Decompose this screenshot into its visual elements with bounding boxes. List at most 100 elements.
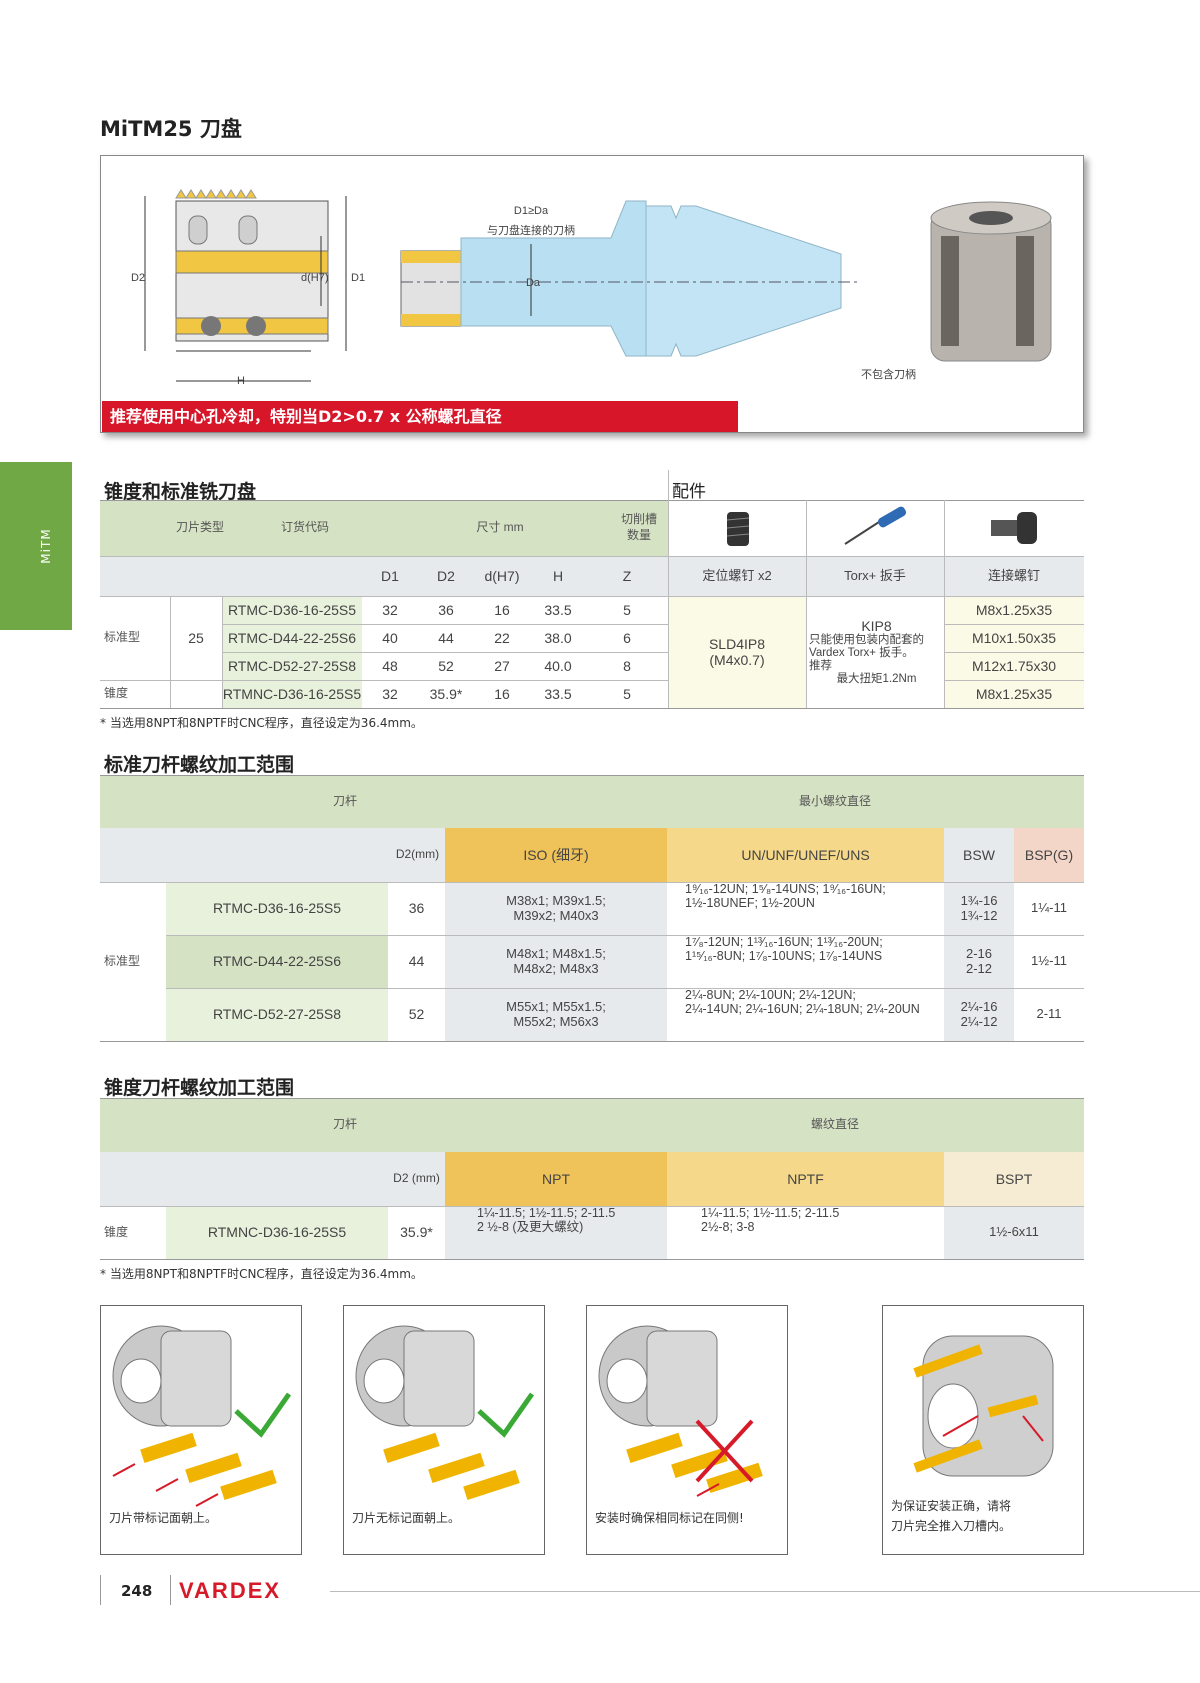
col3-bspt: BSPT	[944, 1152, 1084, 1206]
sec3-title: 锥度刀杆螺纹加工范围	[104, 1077, 295, 1099]
acc-col-key: Torx+ 扳手	[806, 556, 944, 596]
screw-r3: M12x1.75x30	[944, 652, 1084, 680]
code2-r3: RTMC-D52-27-25S8	[166, 988, 388, 1041]
code-row3: RTMC-D52-27-25S8	[222, 652, 362, 680]
vardex-logo: VARDEX	[179, 1578, 282, 1603]
un-r3-l2: 2¼-14UN; 2¼-16UN; 2¼-18UN; 2¼-20UN	[685, 1002, 920, 1017]
h-insert-type: 刀片类型	[175, 520, 224, 535]
panel-push-in: 为保证安装正确，请将刀片完全推入刀槽内。	[882, 1305, 1084, 1555]
key-cell: KIP8 只能使用包装内配套的 Vardex Torx+ 扳手。 推荐 最大扭矩…	[806, 596, 944, 708]
r3-h: 40.0	[544, 657, 572, 674]
h-z2: 数量	[626, 528, 651, 543]
col3-nptf: NPTF	[667, 1152, 944, 1206]
r3-d1: 48	[382, 657, 398, 674]
r4-dh7: 16	[494, 685, 510, 702]
nptf-l2: 2½-8; 3-8	[701, 1220, 755, 1235]
h-order: 订货代码	[280, 520, 329, 535]
col-z: Z	[622, 567, 632, 584]
col2-d2: D2(mm)	[390, 828, 445, 882]
iso-r2-l1: M48x1; M48x1.5;	[506, 945, 606, 961]
sec1-title: 锥度和标准铣刀盘	[104, 481, 257, 503]
bsp-r3: 2-11	[1036, 1006, 1062, 1022]
r2-d1: 40	[382, 629, 398, 646]
r3-dh7: 27	[494, 657, 510, 674]
acc-title: 配件	[672, 482, 706, 502]
panel1-illustration	[112, 1325, 292, 1507]
label-da: Da	[526, 277, 541, 289]
key-note2: Vardex Torx+ 扳手。	[809, 646, 914, 659]
screw-r2: M10x1.50x35	[944, 624, 1084, 652]
r2-dh7: 22	[494, 629, 510, 646]
type-taper: 锥度	[104, 686, 129, 701]
r1-d1: 32	[382, 601, 398, 618]
taper-thread-table: 刀杆 螺纹直径 D2 (mm) NPT NPTF BSPT 锥度 RTMNC-D…	[100, 1098, 1084, 1260]
code2-r1: RTMC-D36-16-25S5	[166, 882, 388, 935]
key-note3: 推荐	[809, 660, 832, 673]
screw-r4: M8x1.25x35	[944, 680, 1084, 708]
type-std: 标准型	[104, 630, 141, 645]
un-r3-l1: 2¼-8UN; 2¼-10UN; 2¼-12UN;	[685, 988, 856, 1002]
connect-screw-image	[944, 500, 1084, 556]
panel2-illustration	[355, 1325, 535, 1501]
r2-z: 6	[623, 629, 631, 646]
bsp-r2: 1½-11	[1031, 953, 1067, 969]
page-title: MiTM25 刀盘	[100, 117, 242, 141]
panel4-illustration	[913, 1335, 1054, 1477]
col-d2: D2	[437, 567, 455, 584]
un-r2-l2: 1¹⁵⁄₁₆-8UN; 1⁷⁄₈-10UNS; 1⁷⁄₈-14UNS	[685, 949, 883, 964]
page-number: 248	[121, 1582, 153, 1600]
insert-size: 25	[188, 629, 204, 646]
type2-std: 标准型	[104, 953, 141, 968]
set-screw-sub: (M4x0.7)	[709, 652, 765, 668]
cooling-banner: 推荐使用中心孔冷却，特别当D2>0.7 x 公称螺孔直径	[102, 401, 738, 432]
code-row4: RTMNC-D36-16-25S5	[222, 680, 362, 708]
side-tab-label: MiTM	[39, 528, 53, 564]
h3-holder: 刀杆	[332, 1117, 357, 1132]
label-dh7: d(H7)	[301, 272, 329, 284]
torx-key-image	[806, 500, 944, 556]
bsw-r2-l1: 2-16	[965, 945, 993, 961]
npt-l2: 2 ½-8 (及更大螺纹)	[477, 1220, 584, 1235]
sec3-note: * 当选用8NPT和8NPTF时CNC程序，直径设定为36.4mm。	[100, 1267, 423, 1281]
r1-z: 5	[623, 601, 631, 618]
set-screw-cell: SLD4IP8 (M4x0.7)	[668, 596, 806, 708]
panel3-caption: 安装时确保相同标记在同侧!	[595, 1511, 744, 1525]
h-dim: 尺寸 mm	[476, 520, 524, 535]
panel1-caption: 刀片带标记面朝上。	[109, 1511, 218, 1525]
un-r2: 1⁷⁄₈-12UN; 1¹³⁄₁₆-16UN; 1¹³⁄₁₆-20UN;1¹⁵⁄…	[667, 935, 944, 988]
d2-r3: 52	[408, 1006, 425, 1023]
col2-bsp: BSP(G)	[1014, 828, 1084, 882]
r1-dh7: 16	[494, 601, 510, 618]
key-note4: 最大扭矩1.2Nm	[836, 673, 917, 686]
acc-col-setscrew: 定位螺钉 x2	[668, 556, 806, 596]
nptf-l1: 1¼-11.5; 1½-11.5; 2-11.5	[701, 1206, 840, 1220]
bsw-r2-l2: 2-12	[965, 960, 993, 976]
panel4-caption-l2: 刀片完全推入刀槽内。	[891, 1519, 1012, 1534]
bsp-r1: 1¼-11	[1031, 900, 1067, 916]
un-r2-l1: 1⁷⁄₈-12UN; 1¹³⁄₁₆-16UN; 1¹³⁄₁₆-20UN;	[685, 935, 883, 949]
r2-h: 38.0	[544, 629, 572, 646]
r3-d2: 52	[438, 657, 454, 674]
label-excl: 不包含刀柄	[861, 367, 916, 381]
h2-holder: 刀杆	[332, 793, 357, 808]
footer-divider-left	[100, 1575, 101, 1605]
r1-d2: 36	[438, 601, 454, 618]
tool-diagram: D2 d(H7) D1 H D1≥Da 与刀盘连接的刀柄 Da 不包含刀柄 推荐…	[100, 155, 1084, 433]
d2-r2: 44	[408, 953, 425, 970]
d2-taper: 35.9*	[400, 1224, 433, 1241]
sec1-note: * 当选用8NPT和8NPTF时CNC程序，直径设定为36.4mm。	[100, 716, 423, 730]
h-z1: 切削槽	[620, 512, 657, 527]
key-code: KIP8	[861, 617, 892, 634]
col2-un: UN/UNF/UNEF/UNS	[667, 828, 944, 882]
r4-d1: 32	[382, 685, 398, 702]
code-row1: RTMC-D36-16-25S5	[222, 596, 362, 624]
type3-taper: 锥度	[104, 1224, 129, 1239]
iso-r2: M48x1; M48x1.5;M48x2; M48x3	[445, 935, 667, 988]
h3-thread: 螺纹直径	[810, 1117, 859, 1132]
iso-r3-l2: M55x2; M56x3	[513, 1013, 599, 1029]
set-screw-image	[668, 500, 806, 556]
key-note1: 只能使用包装内配套的	[809, 633, 924, 646]
